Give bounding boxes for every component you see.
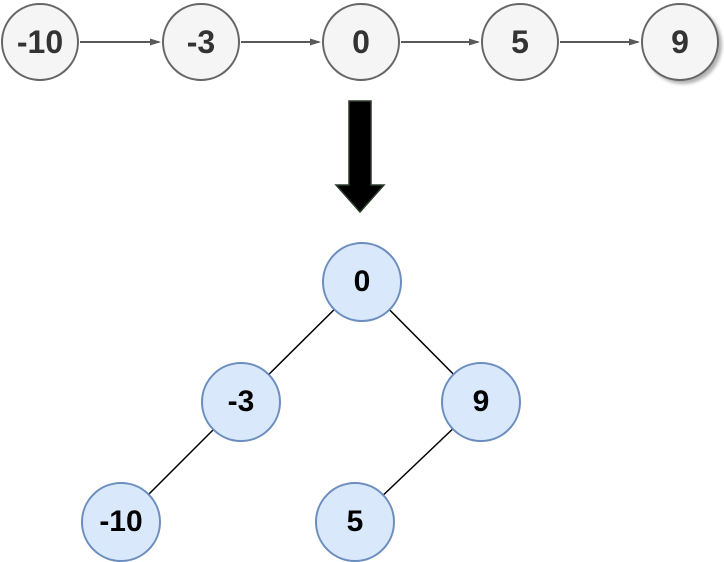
down-arrow-icon: [334, 100, 386, 214]
list-node: -10: [1, 3, 79, 81]
tree-node: 0: [322, 242, 402, 322]
tree-node: -3: [201, 362, 281, 442]
tree-node: 5: [315, 482, 395, 562]
list-node: 9: [641, 3, 719, 81]
tree-node: -10: [81, 482, 161, 562]
list-node: -3: [162, 3, 240, 81]
list-node: 5: [481, 3, 559, 81]
list-node: 0: [322, 3, 400, 81]
tree-node: 9: [441, 362, 521, 442]
